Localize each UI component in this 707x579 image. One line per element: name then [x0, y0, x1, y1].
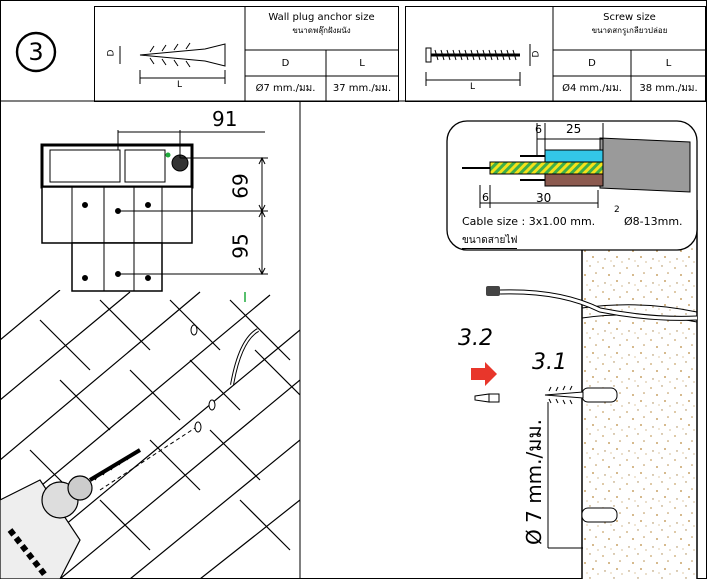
- screw-col-l: L: [665, 57, 672, 69]
- drill-size-label: Ø 7 mm./มม.: [522, 419, 546, 545]
- wall-plug-value-l: 37 mm./มม.: [332, 83, 392, 94]
- wall-plug-icon-d: D: [106, 49, 117, 57]
- screw-icon-l: L: [470, 82, 476, 92]
- screw-col-d: D: [588, 57, 596, 69]
- bracket-drawing: [40, 143, 194, 292]
- cable-strip-outer: 30: [536, 191, 552, 205]
- wall-plug-icon-l: L: [177, 80, 183, 90]
- cable-strip-inner: 6: [482, 191, 489, 204]
- screw-title: Screw size: [603, 12, 656, 23]
- step-3-1-label: 3.1: [532, 350, 567, 375]
- step-3-2-label: 3.2: [458, 326, 493, 351]
- cable-strip-short: 6: [535, 123, 542, 136]
- cable-diameter: Ø8-13mm.: [624, 215, 683, 228]
- cable-size-superscript: 2: [614, 205, 620, 215]
- wall-plug-value-d: Ø7 mm./มม.: [255, 83, 316, 94]
- screw-icon: [425, 44, 531, 86]
- drill-icon: [0, 448, 142, 579]
- wall-plug-col-d: D: [281, 57, 290, 69]
- bracket-lower-height: 95: [228, 233, 253, 259]
- bracket-width: 91: [212, 107, 238, 131]
- small-plug-icon: [474, 393, 500, 403]
- screw-subtitle: ขนาดสกรูเกลียวปล่อย: [591, 26, 668, 35]
- cable-size-label: Cable size : 3x1.00 mm.: [462, 215, 596, 228]
- cable-end-icon: [486, 286, 500, 296]
- wall-plug-subtitle: ขนาดพลุ๊กฝังผนัง: [292, 26, 351, 35]
- bracket-upper-height: 69: [228, 173, 253, 199]
- wall-plug-title: Wall plug anchor size: [268, 12, 375, 23]
- screw-value-l: 38 mm./มม.: [639, 83, 698, 94]
- brick-wall: [0, 290, 300, 579]
- wall-plug-insert-icon: [544, 385, 584, 405]
- cable-thai-label: ขนาดสายไฟ: [462, 233, 518, 249]
- wall-plug-col-l: L: [359, 57, 365, 69]
- step-number: 3: [28, 38, 44, 66]
- cable-strip-long: 25: [566, 122, 582, 136]
- red-arrow-icon: [471, 362, 497, 386]
- step-circle: [15, 31, 57, 73]
- wall-plug-icon: [119, 42, 226, 84]
- screw-value-d: Ø4 mm./มม.: [562, 83, 622, 94]
- screw-icon-d: D: [531, 50, 542, 58]
